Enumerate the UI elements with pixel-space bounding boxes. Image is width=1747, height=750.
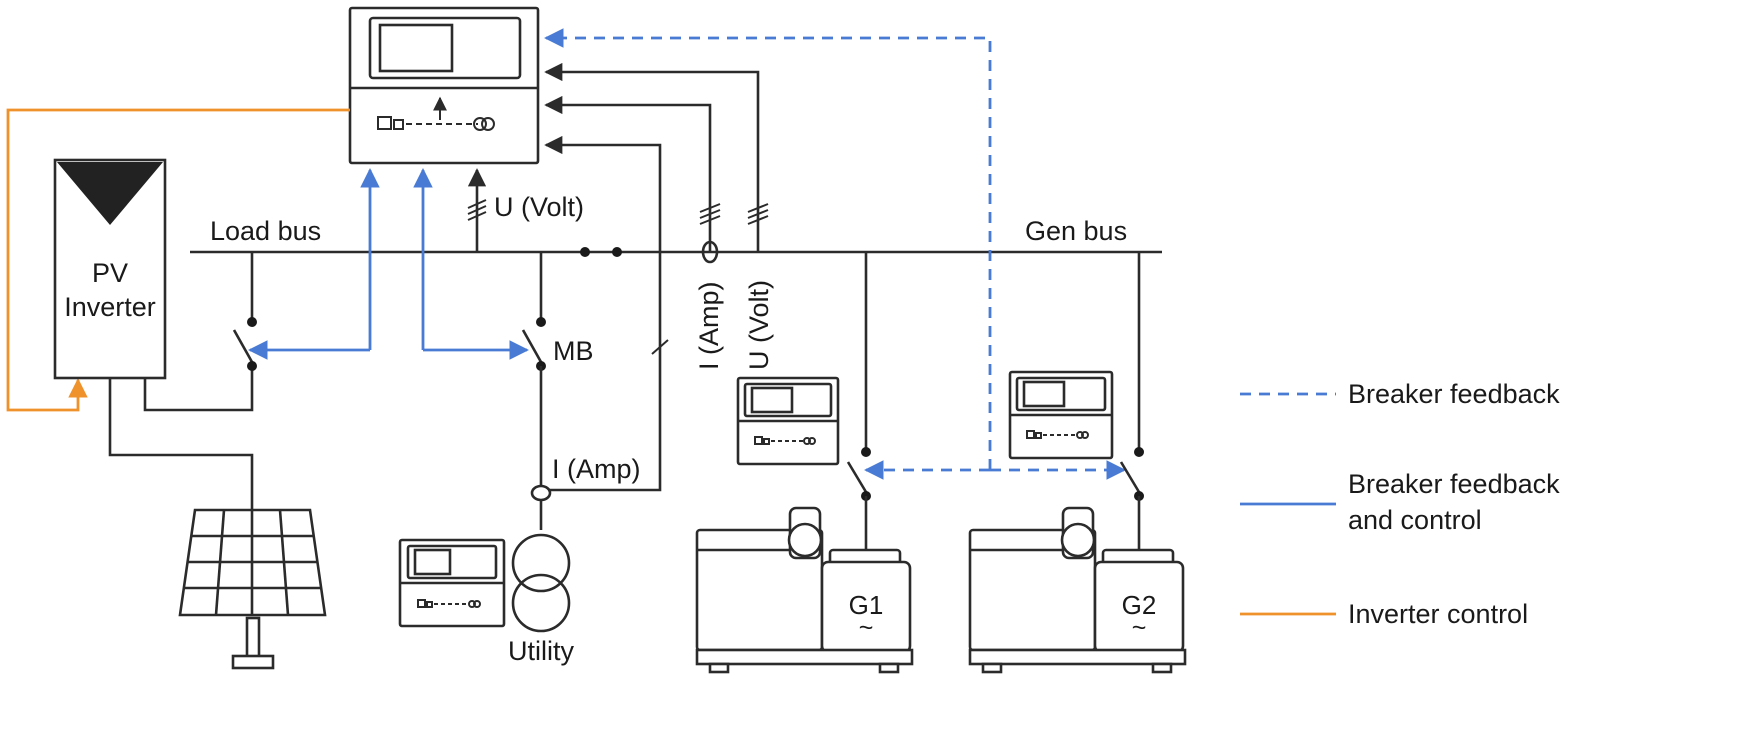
g2-label: G2 xyxy=(1122,590,1157,620)
u-volt-top-label: U (Volt) xyxy=(494,192,584,222)
bus-tie-dot xyxy=(612,247,622,257)
pv-inverter-label-2: Inverter xyxy=(64,292,156,322)
svg-text:~: ~ xyxy=(1132,614,1147,642)
gen-voltage-measurement: U (Volt) xyxy=(544,62,774,370)
g1-controller xyxy=(736,376,840,466)
g2-controller xyxy=(1008,370,1114,460)
g2-generator-icon: G2 ~ xyxy=(968,506,1187,674)
gen-current-measurement: I (Amp) xyxy=(544,95,724,370)
load-breaker xyxy=(232,252,257,371)
u-volt-vertical-label: U (Volt) xyxy=(744,280,774,370)
breaker-feedback-control-lines xyxy=(248,168,529,360)
voltage-measurement-load: U (Volt) xyxy=(467,168,584,252)
legend-label-inverter-control: Inverter control xyxy=(1348,599,1528,629)
mb-label: MB xyxy=(553,336,594,366)
inverter-control-line xyxy=(6,108,350,412)
utility-controller xyxy=(398,538,506,628)
utility-transformer: Utility xyxy=(508,484,574,666)
g1-breaker xyxy=(846,252,871,555)
svg-text:~: ~ xyxy=(859,614,874,642)
legend-label-breaker-feedback-control-1: Breaker feedback xyxy=(1348,469,1560,499)
legend-label-breaker-feedback-control-2: and control xyxy=(1348,505,1482,535)
legend: Breaker feedback Breaker feedback and co… xyxy=(1240,379,1560,629)
utility-current-feedback: I (Amp) xyxy=(544,135,669,492)
i-amp-utility-label: I (Amp) xyxy=(552,454,641,484)
bus-tie-dot xyxy=(580,247,590,257)
pv-inverter-label-1: PV xyxy=(92,258,128,288)
main-controller xyxy=(348,6,540,165)
i-amp-vertical-label: I (Amp) xyxy=(694,281,724,370)
inverter-to-panel-wire xyxy=(108,378,254,520)
inverter-to-breaker-wire xyxy=(143,370,254,412)
solar-panel-icon xyxy=(178,508,327,670)
load-bus-label: Load bus xyxy=(210,216,321,246)
legend-label-breaker-feedback: Breaker feedback xyxy=(1348,379,1560,409)
g1-label: G1 xyxy=(849,590,884,620)
pv-inverter: PV Inverter xyxy=(53,158,167,380)
gen-bus-label: Gen bus xyxy=(1025,216,1127,246)
g1-generator-icon: G1 ~ xyxy=(695,506,914,674)
breaker-feedback-dashed xyxy=(544,28,1126,480)
main-breaker: MB xyxy=(521,252,594,486)
utility-label: Utility xyxy=(508,636,574,666)
g2-breaker xyxy=(1119,252,1144,555)
